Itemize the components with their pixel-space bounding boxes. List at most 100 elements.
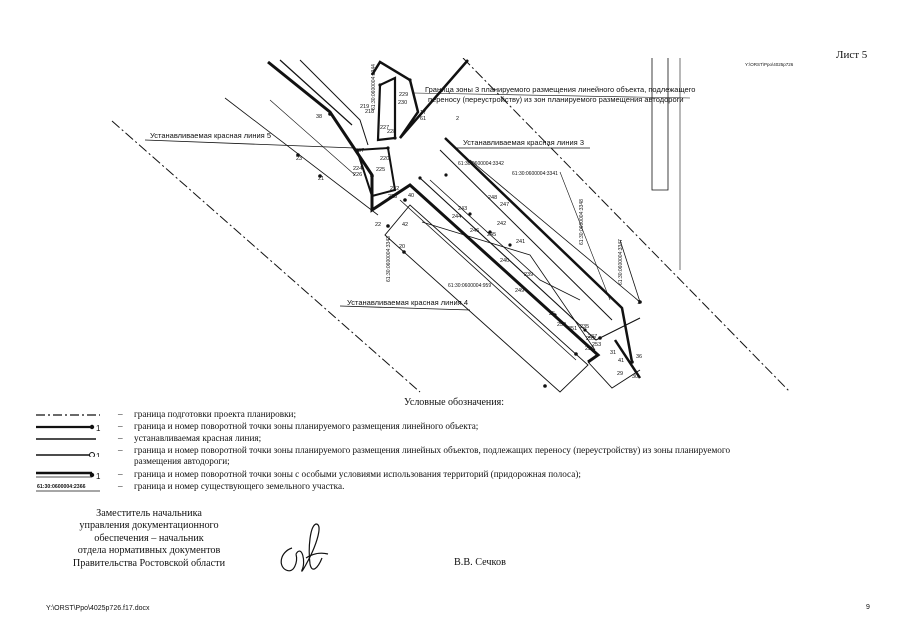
turning-point-number: 249 (515, 288, 524, 294)
turning-point-number: 222 (390, 186, 399, 192)
turning-point-number: 239 (524, 272, 533, 278)
legend-row-red-line: – устанавливаемая красная линия; (34, 433, 894, 445)
turning-point-number: 17 (420, 110, 426, 116)
turning-point-number: 229 (399, 92, 408, 98)
label-red-line-5: Устанавливаемая красная линия 5 (150, 131, 271, 140)
legend-text: граница и номер поворотной точки зоны с … (134, 469, 581, 479)
turning-point-number: 237 (588, 334, 597, 340)
turning-point-number: 31 (610, 350, 616, 356)
legend-point-number: 1 (96, 452, 101, 457)
double-line-point-symbol: 1 (36, 471, 101, 481)
zone-boundary-upper (370, 59, 469, 139)
turning-point-number: 41 (618, 358, 624, 364)
legend-title: Условные обозначения: (404, 397, 505, 408)
turning-point-number: 236 (585, 346, 594, 352)
dashdot-line-symbol (36, 414, 100, 416)
turning-point-number: 21 (318, 176, 324, 182)
parcel-symbol: 61:30:0600004:2366 (36, 484, 100, 492)
turning-point-number: 240 (500, 258, 509, 264)
turning-point-number: 251 (568, 326, 577, 332)
turning-point-number: 61 (420, 116, 426, 122)
land-parcel-outline (384, 204, 589, 393)
turning-point-number: 224 (353, 166, 362, 172)
legend-row-land-parcel: 61:30:0600004:2366 – граница и номер сущ… (34, 481, 894, 493)
label-cadastral-7: 61:30:0600004:3344 (371, 64, 377, 110)
legend-row-zone-linear: 1 – граница и номер поворотной точки зон… (34, 421, 894, 433)
legend-point-number: 1 (96, 472, 101, 481)
label-cadastral-1: 61:30:0600004:3342 (458, 161, 504, 167)
legend-text: граница и номер поворотной точки зоны пл… (134, 445, 864, 467)
legend-point-number: 1 (96, 424, 101, 433)
label-cadastral-3: 61:30:0600004:3348 (579, 199, 585, 245)
page-number: 9 (866, 604, 870, 611)
turning-point-number: 220 (380, 156, 389, 162)
legend-text: устанавливаемая красная линия; (134, 433, 262, 443)
turning-point-number: 248 (488, 195, 497, 201)
legend-dash: – (118, 433, 123, 443)
red-line-symbol (36, 438, 96, 440)
turning-point-number: 246 (470, 228, 479, 234)
open-point-line-symbol: 1 (36, 452, 101, 457)
legend-text-line: граница и номер поворотной точки зоны пл… (134, 445, 731, 455)
zone-boundary-main (267, 60, 601, 364)
legend-dash: – (118, 445, 123, 455)
handwritten-signature (280, 523, 329, 572)
sheet-label: Лист 5 (836, 49, 868, 61)
turning-point-number: 37 (358, 148, 364, 154)
turning-point-number: 38 (316, 114, 322, 120)
turning-point-number: 226 (353, 172, 362, 178)
signatory-line: Правительства Ростовской области (72, 557, 226, 569)
planning-map: Граница зоны 3 планируемого размещения л… (111, 58, 794, 393)
turning-point-number: 218 (365, 109, 374, 115)
planning-boundary-2 (462, 58, 791, 393)
label-cadastral-2: 61:30:0600004:3341 (512, 171, 558, 177)
turning-point-number: 29 (617, 371, 623, 377)
turning-point-number: 30 (632, 374, 638, 380)
turning-point-number: 42 (402, 222, 408, 228)
turning-point-number: 250 (557, 322, 566, 328)
turning-point-number: 36 (636, 354, 642, 360)
legend-text-line: размещения автодороги; (134, 456, 230, 466)
turning-point-number: 2 (456, 116, 459, 122)
turning-point-number: 25 (549, 311, 555, 317)
signatory-title: Заместитель начальника управления докуме… (58, 508, 240, 570)
legend-dash: – (118, 469, 123, 479)
legend-row-roadside-strip: 1 – граница и номер поворотной точки зон… (34, 469, 894, 481)
signatory-line: обеспечения – начальник (94, 532, 204, 544)
legend-dash: – (118, 481, 123, 491)
turning-point-number: 244 (452, 214, 461, 220)
signatory-name: В.В. Сечков (454, 557, 506, 568)
turning-point-number: 243 (458, 206, 467, 212)
label-cadastral-4: 61:30:0600004:3347 (618, 239, 624, 285)
turning-point-number: 22 (375, 222, 381, 228)
turning-point-number: 252 (586, 336, 595, 342)
turning-point-number: 228 (387, 129, 396, 135)
legend-text: граница и номер существующего земельного… (134, 481, 345, 491)
legend-row-relocation-zone: 1 – граница и номер поворотной точки зон… (34, 445, 894, 466)
turning-point-number: 253 (592, 342, 601, 348)
label-red-line-3: Устанавливаемая красная линия 3 (463, 138, 584, 147)
turning-point-number: 230 (398, 100, 407, 106)
turning-point-number: 225 (376, 167, 385, 173)
legend-parcel-number: 61:30:0600004:2366 (37, 484, 86, 490)
road-strip (651, 58, 669, 191)
label-zone3-b: переносу (переустройству) из зон планиру… (428, 95, 684, 104)
turning-point-number: 40 (408, 193, 414, 199)
signatory-line: отдела нормативных документов (77, 545, 221, 557)
turning-point-number: 247 (500, 202, 509, 208)
sheet-corner-code: Y:\ORST\Ppo\4025p726 (745, 62, 794, 67)
turning-point-number: 241 (516, 239, 525, 245)
signatory-line: Заместитель начальника (96, 508, 202, 519)
label-cadastral-6: 61:30:0600004:959 (448, 283, 491, 289)
turning-point-number: 1 (637, 300, 640, 306)
turning-point-number: 235 (580, 324, 589, 330)
label-red-line-4: Устанавливаемая красная линия 4 (347, 298, 468, 307)
turning-point-number: 219 (360, 104, 369, 110)
legend-text: граница и номер поворотной точки зоны пл… (134, 421, 479, 431)
signatory-line: управления документационного (79, 520, 219, 532)
footer-file-path: Y:\ORST\Ppo\4025p726.f17.docx (46, 605, 150, 612)
turning-point-number: 245 (487, 232, 496, 238)
turning-point-number: 20 (399, 244, 405, 250)
label-cadastral-5: 61:30:0600004:3343 (386, 236, 392, 282)
